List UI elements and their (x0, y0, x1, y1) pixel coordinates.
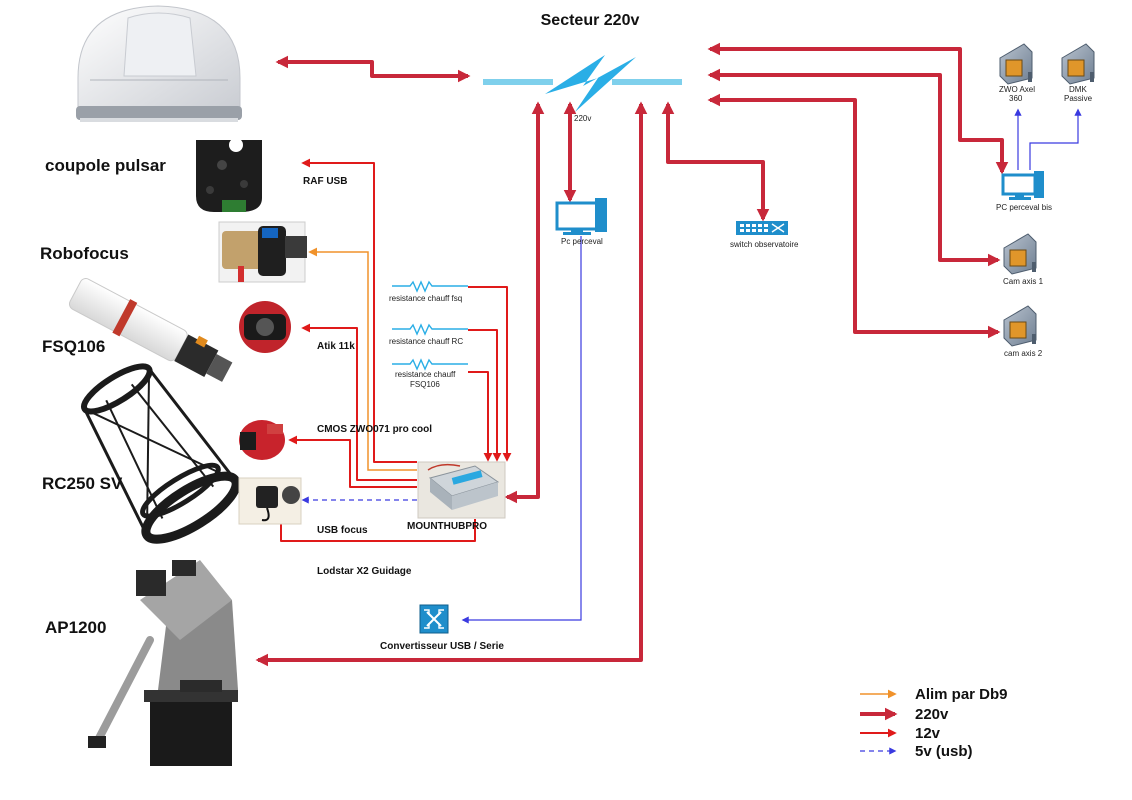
network-camera-icon (1003, 305, 1037, 347)
legend-item-220v: 220v (860, 706, 949, 723)
svg-text:cam axis 2: cam axis 2 (1004, 349, 1043, 358)
svg-text:resistance chauff RC: resistance chauff RC (389, 337, 463, 346)
svg-text:DMK: DMK (1069, 85, 1087, 94)
line-12v-heater-fsq106 (468, 371, 493, 462)
line-12v-cmos (288, 435, 417, 488)
svg-text:220v: 220v (915, 706, 949, 723)
line-db9-robofocus (308, 247, 417, 471)
heater-rc: resistance chauff RC (389, 323, 468, 346)
heater-fsq106: resistance chauff FSQ106 (392, 358, 468, 389)
mains-sublabel: 220v (574, 114, 591, 123)
resistor-icon (392, 323, 468, 336)
network-switch-icon (736, 221, 788, 235)
svg-text:Cam axis 1: Cam axis 1 (1003, 277, 1044, 286)
label-cmos: CMOS ZWO071 pro cool (317, 424, 432, 435)
usb-serial-converter-icon (419, 604, 449, 634)
power-12v-lines (276, 158, 512, 542)
network-camera-icon (999, 43, 1033, 85)
svg-text:5v (usb): 5v (usb) (915, 743, 973, 760)
resistor-icon (392, 358, 468, 371)
svg-text:360: 360 (1009, 94, 1023, 103)
svg-text:12v: 12v (915, 725, 941, 742)
label-fsq: FSQ106 (42, 337, 105, 356)
svg-text:Pc perceval: Pc perceval (561, 237, 603, 246)
label-hub: MOUNTHUBPRO (407, 521, 487, 532)
network-camera-icon (1003, 233, 1037, 275)
network-camera-icon (1061, 43, 1095, 85)
svg-text:Alim par Db9: Alim par Db9 (915, 686, 1008, 703)
resistor-icon (392, 280, 468, 293)
camera-axis-1: Cam axis 1 (1003, 233, 1044, 286)
label-dome: coupole pulsar (45, 156, 166, 175)
switch-observatoire: switch observatoire (730, 221, 799, 249)
svg-text:switch observatoire: switch observatoire (730, 240, 799, 249)
label-rc: RC250 SV (42, 474, 123, 493)
usb-focus-image (238, 477, 302, 525)
legend-item-5v-usb: 5v (usb) (860, 743, 973, 760)
camera-axis-2: cam axis 2 (1003, 305, 1043, 358)
label-lodstar: Lodstar X2 Guidage (317, 566, 412, 577)
camera-zwo-axel: ZWO Axel 360 (999, 43, 1035, 103)
pc-perceval-bis: PC perceval bis (996, 171, 1052, 212)
line-12v-raf (301, 158, 417, 463)
legend: Alim par Db9 220v 12v 5v (usb) (860, 686, 1008, 760)
filter-wheel-image (196, 138, 262, 212)
label-atik: Atik 11k (317, 341, 355, 352)
dome-image (76, 5, 242, 122)
legend-item-12v: 12v (860, 725, 941, 742)
mounthubpro-image (417, 461, 506, 519)
svg-text:ZWO Axel: ZWO Axel (999, 85, 1035, 94)
mains-supply: 220v (483, 55, 682, 123)
svg-text:resistance chauff fsq: resistance chauff fsq (389, 294, 462, 303)
rc250-image (80, 363, 241, 544)
camera-dmk: DMK Passive (1061, 43, 1095, 103)
desktop-computer-icon (555, 198, 607, 235)
line-12v-atik (301, 323, 417, 481)
label-converter: Convertisseur USB / Serie (380, 641, 504, 652)
label-mount: AP1200 (45, 618, 106, 637)
legend-item-db9: Alim par Db9 (860, 686, 1008, 703)
line-220v-dome (275, 55, 471, 83)
line-12v-heater-fsq (468, 286, 512, 462)
svg-text:resistance chauff: resistance chauff (395, 370, 456, 379)
label-robofocus: Robofocus (40, 244, 129, 263)
heater-fsq: resistance chauff fsq (389, 280, 468, 303)
power-220v-lines (255, 42, 1009, 667)
diagram-title: Secteur 220v (541, 12, 640, 29)
svg-text:Passive: Passive (1064, 94, 1093, 103)
line-220v-switch (661, 101, 770, 222)
fsq106-image (68, 278, 233, 382)
label-usb-focus: USB focus (317, 525, 368, 536)
lightning-bolt-icon (545, 55, 636, 112)
line-usb-dmk (1029, 108, 1082, 170)
cmos-camera-image (239, 420, 285, 460)
line-220v-cam2 (707, 93, 1001, 339)
line-12v-focus (276, 515, 476, 542)
line-220v-hub (504, 101, 545, 504)
line-usb-converter (461, 236, 582, 624)
line-220v-mount (255, 101, 648, 667)
desktop-computer-icon (1001, 171, 1044, 200)
pc-perceval: Pc perceval (555, 198, 607, 246)
svg-text:PC perceval bis: PC perceval bis (996, 203, 1052, 212)
robofocus-image (218, 221, 307, 283)
svg-text:FSQ106: FSQ106 (410, 380, 440, 389)
label-raf: RAF USB (303, 176, 347, 187)
usb-5v-lines (301, 108, 1082, 624)
line-12v-heater-rc (468, 329, 502, 462)
atik-camera-image (239, 301, 291, 353)
ap1200-mount-image (88, 560, 238, 766)
